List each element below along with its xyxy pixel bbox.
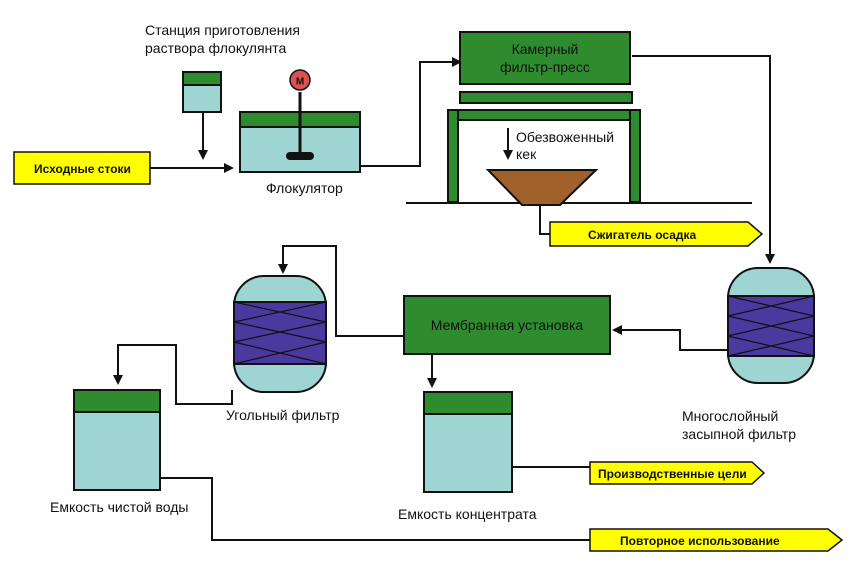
source-water-tag: Исходные стоки [13, 151, 151, 185]
source-water-label: Исходные стоки [34, 162, 131, 176]
dewatered-cake-label-2: кек [516, 146, 537, 162]
pipe-press-to-multilayer [632, 55, 775, 264]
multilayer-filter-label-1: Многослойный [682, 408, 778, 424]
production-use-tag: Производственные цели [589, 461, 766, 485]
membrane-unit-label: Мембранная установка [431, 317, 584, 333]
reuse-tag: Повторное использование [589, 528, 844, 552]
motor-icon [289, 69, 311, 91]
filter-press-label-1: Камерный [512, 41, 579, 57]
membrane-unit: Мембранная установка [403, 295, 611, 355]
flocculant-station-label-1: Станция приготовления [145, 22, 300, 38]
pipe-multilayer-to-membrane [612, 325, 728, 351]
reuse-label: Повторное использование [620, 534, 780, 548]
sludge-incinerator-label: Сжигатель осадка [588, 228, 697, 242]
clean-water-tank [73, 389, 161, 491]
clean-water-tank-label: Емкость чистой воды [50, 499, 188, 515]
concentrate-tank-label: Емкость концентрата [398, 506, 537, 522]
dewatered-cake-label-1: Обезвоженный [516, 129, 614, 145]
multilayer-filter [727, 267, 815, 384]
carbon-filter-label: Угольный фильтр [226, 407, 340, 423]
filter-press: Камерный фильтр-пресс [447, 31, 641, 203]
flocculant-station [182, 71, 222, 113]
mixer-impeller-icon [286, 152, 314, 160]
cake-hopper [485, 169, 599, 206]
motor-label: М [296, 77, 304, 88]
pipe-flocculator-to-press [360, 57, 462, 167]
pipe-membrane-to-carbon [278, 245, 404, 337]
flocculant-station-label-2: раствора флокулянта [145, 40, 287, 56]
filter-press-label-2: фильтр-пресс [500, 59, 590, 75]
pipe-cake-to-incinerator [539, 205, 550, 235]
production-use-label: Производственные цели [598, 467, 747, 481]
multilayer-filter-label-2: засыпной фильтр [682, 426, 796, 442]
flocculator-label: Флокулятор [266, 180, 343, 196]
pipe-clean-to-reuse [160, 477, 590, 541]
pipelines [118, 55, 775, 541]
carbon-filter [233, 275, 327, 393]
flocculator-tank: М [239, 69, 361, 173]
pipe-carbon-to-clean [118, 344, 233, 405]
sludge-incinerator-tag: Сжигатель осадка [549, 221, 764, 247]
concentrate-tank [423, 391, 513, 493]
